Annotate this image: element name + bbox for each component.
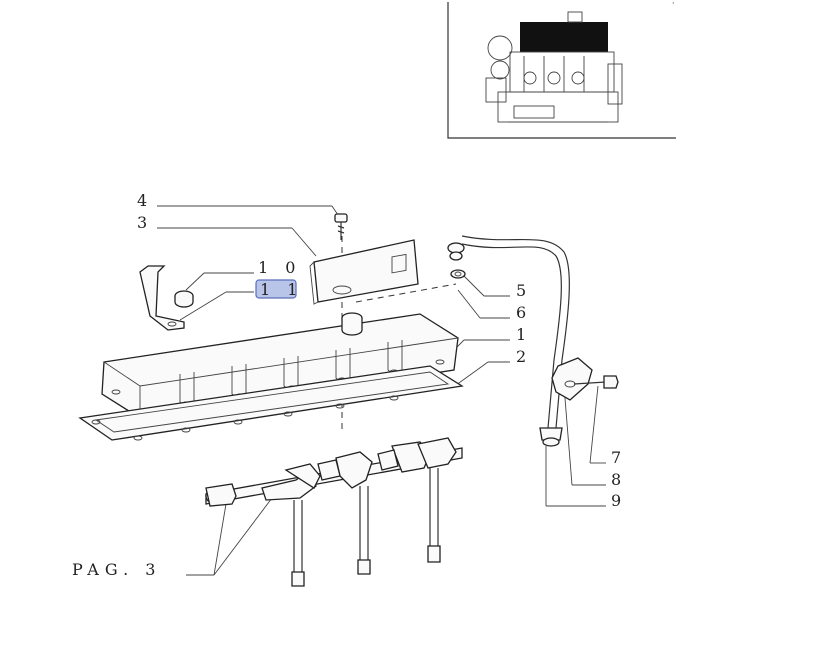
callout-10: 1 0 (258, 258, 301, 277)
part-4-bolt (334, 213, 348, 240)
callout-2: 2 (516, 347, 532, 366)
part-3-shield (309, 239, 419, 305)
part-11-bracket (139, 265, 185, 331)
assembly-axes (341, 236, 457, 432)
callout-11-highlight[interactable] (255, 279, 297, 299)
part-5-fitting (447, 242, 465, 261)
engine-thumbnail-drawing (485, 11, 623, 123)
callout-9: 9 (611, 491, 627, 510)
callout-8: 8 (611, 470, 627, 489)
part-6-washer (450, 269, 466, 279)
callout-1: 1 (516, 325, 532, 344)
corner-mark: · (672, 0, 681, 8)
part-10-cap (174, 290, 194, 308)
callout-3: 3 (137, 213, 153, 232)
callout-6: 6 (516, 303, 532, 322)
callout-4: 4 (137, 191, 153, 210)
part-8-clamp-bracket (551, 357, 593, 401)
part-9-breather-pipe (461, 235, 570, 447)
callout-11[interactable]: 1 1 (260, 280, 303, 299)
leader-lines (157, 205, 606, 576)
callout-5: 5 (516, 281, 532, 300)
part-2-gasket (78, 365, 464, 441)
callout-labels: 4 3 1 0 1 1 5 6 1 2 7 8 9 PAG. 3 (72, 191, 627, 579)
rocker-shaft-assembly (205, 437, 463, 587)
page-reference[interactable]: PAG. 3 (72, 560, 161, 579)
part-7-bolt (573, 375, 619, 389)
engine-thumbnail (447, 2, 676, 139)
callout-7: 7 (611, 448, 627, 467)
